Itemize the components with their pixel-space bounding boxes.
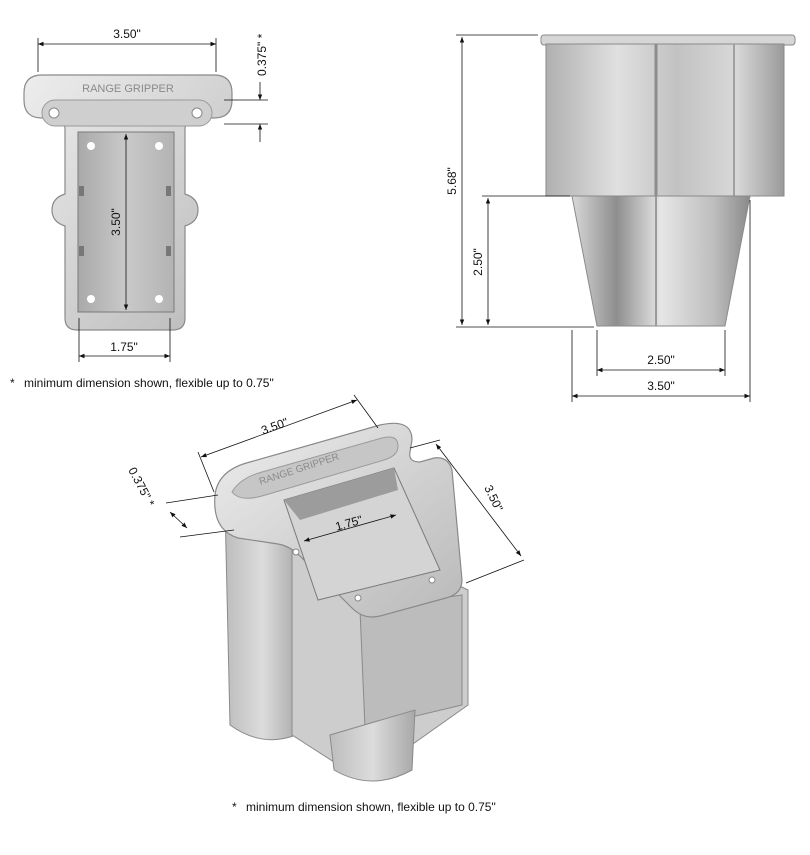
side-view: 5.68" 2.50" 2.50" 3.50"	[445, 34, 796, 402]
dim-overall-width-label: 3.50"	[647, 379, 675, 393]
dim-line	[409, 439, 441, 449]
dim-line	[179, 529, 235, 538]
note-text: minimum dimension shown, flexible up to …	[246, 800, 496, 814]
note-top: * minimum dimension shown, flexible up to…	[10, 376, 274, 390]
top-view: RANGE GRIPPER 3.50" 0.375" * 3.50" 1.75"	[23, 27, 269, 362]
note-text: minimum dimension shown, flexible up to …	[24, 376, 274, 390]
top-view-clip	[166, 186, 171, 196]
dim-line	[165, 494, 219, 504]
top-view-clip	[79, 186, 84, 196]
dim-line	[197, 451, 215, 493]
corner-hole	[354, 594, 362, 602]
note-bottom: * minimum dimension shown, flexible up to…	[232, 800, 496, 814]
dim-lower-height-label: 2.50"	[471, 248, 485, 276]
iso-opening-shadow	[284, 468, 398, 520]
note-asterisk: *	[232, 800, 237, 814]
iso-view: RANGE GRIPPER 3.50" 0.375" * 1.75" 3.50"	[125, 394, 525, 782]
corner-hole	[292, 548, 300, 556]
iso-dim-width-label: 3.50"	[259, 415, 290, 438]
dim-line	[465, 559, 525, 584]
dim-line	[169, 511, 188, 529]
corner-hole	[87, 295, 95, 303]
top-view-slot	[41, 99, 213, 127]
dim-line	[200, 399, 358, 458]
iso-bottom-post	[329, 709, 416, 782]
corner-hole	[155, 142, 163, 150]
side-view-lower-body	[571, 195, 751, 327]
dim-line	[353, 394, 379, 429]
corner-hole	[155, 295, 163, 303]
corner-hole	[428, 576, 436, 584]
mounting-hole	[191, 107, 203, 119]
brand-text: RANGE GRIPPER	[82, 83, 174, 95]
top-view-clip	[79, 246, 84, 256]
dim-height-label: 5.68"	[445, 167, 459, 195]
dim-line	[435, 443, 522, 557]
dim-inner-width-label: 1.75"	[110, 340, 138, 354]
corner-hole	[87, 142, 95, 150]
iso-dim-slot-offset-label: 0.375" *	[125, 465, 157, 509]
note-asterisk: *	[10, 376, 15, 390]
side-view-upper-body	[545, 43, 785, 197]
dim-depth-label: 3.50"	[109, 208, 123, 236]
dim-width-label: 3.50"	[113, 27, 141, 41]
dim-bottom-width-label: 2.50"	[647, 353, 675, 367]
top-view-clip	[166, 246, 171, 256]
dim-line	[303, 514, 397, 542]
mounting-hole	[48, 107, 60, 119]
dim-slot-offset-label: 0.375" *	[255, 33, 269, 76]
